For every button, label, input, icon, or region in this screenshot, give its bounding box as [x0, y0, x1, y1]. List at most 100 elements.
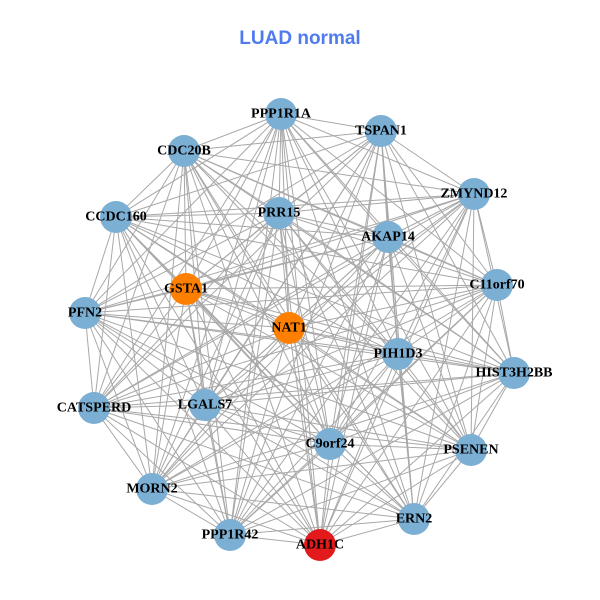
node-NAT1[interactable]: NAT1 — [271, 312, 307, 344]
edge-CCDC160-C11orf70 — [115, 216, 498, 286]
node-PPP1R1A[interactable]: PPP1R1A — [251, 98, 312, 130]
node-MORN2[interactable]: MORN2 — [126, 473, 178, 505]
edge-CDC20B-PFN2 — [84, 150, 185, 314]
node-label: PPP1R42 — [202, 528, 259, 543]
edge-PRR15-MORN2 — [151, 212, 280, 490]
node-label: CCDC160 — [85, 210, 146, 225]
node-PSENEN[interactable]: PSENEN — [443, 434, 499, 466]
node-circle — [372, 221, 404, 253]
edge-AKAP14-PFN2 — [84, 236, 389, 314]
node-TSPAN1[interactable]: TSPAN1 — [355, 115, 407, 147]
edge-C11orf70-GSTA1 — [185, 284, 498, 290]
edge-PRR15-AKAP14 — [278, 212, 389, 238]
edge-C11orf70-ERN2 — [413, 284, 498, 520]
edge-C11orf70-NAT1 — [288, 284, 498, 329]
edge-PRR15-CATSPERD — [93, 212, 280, 409]
edge-PSENEN-ADH1C — [319, 449, 472, 546]
node-label: GSTA1 — [164, 282, 208, 297]
node-circle — [304, 529, 336, 561]
node-label: ZMYND12 — [441, 187, 508, 202]
edge-PRR15-NAT1 — [278, 212, 290, 329]
node-label: ADH1C — [296, 538, 344, 553]
edge-TSPAN1-ADH1C — [319, 130, 382, 546]
node-circle — [365, 115, 397, 147]
edge-PFN2-PSENEN — [84, 312, 472, 451]
edge-TSPAN1-NAT1 — [288, 130, 382, 329]
edge-ZMYND12-PRR15 — [278, 193, 475, 214]
edge-AKAP14-C9orf24 — [329, 236, 389, 445]
edge-AKAP14-ADH1C — [319, 236, 389, 546]
edge-PIH1D3-CATSPERD — [93, 353, 399, 409]
node-C9orf24[interactable]: C9orf24 — [306, 428, 355, 460]
edge-PFN2-C9orf24 — [84, 312, 331, 445]
edge-PRR15-GSTA1 — [185, 212, 280, 290]
edge-C11orf70-LGALS7 — [204, 284, 498, 406]
edge-PRR15-PIH1D3 — [278, 212, 399, 355]
node-circle — [168, 135, 200, 167]
edge-TSPAN1-PSENEN — [380, 130, 472, 451]
edge-NAT1-CATSPERD — [93, 327, 290, 409]
edges-layer — [84, 113, 515, 546]
edge-PIH1D3-HIST3H2BB — [397, 353, 515, 374]
edge-LGALS7-C9orf24 — [204, 404, 331, 445]
node-circle — [69, 297, 101, 329]
edge-PPP1R1A-CATSPERD — [93, 113, 282, 409]
edge-CCDC160-LGALS7 — [115, 216, 206, 406]
edge-PFN2-PPP1R42 — [84, 312, 231, 536]
edge-GSTA1-PSENEN — [185, 288, 472, 451]
node-circle — [458, 178, 490, 210]
node-label: PIH1D3 — [374, 347, 423, 362]
edge-PIH1D3-C9orf24 — [329, 353, 399, 445]
node-PIH1D3[interactable]: PIH1D3 — [374, 338, 423, 370]
edge-HIST3H2BB-CATSPERD — [93, 372, 515, 409]
node-ERN2[interactable]: ERN2 — [396, 503, 433, 535]
node-C11orf70[interactable]: C11orf70 — [469, 269, 525, 301]
edge-CDC20B-PPP1R42 — [183, 150, 231, 536]
node-circle — [455, 434, 487, 466]
node-circle — [100, 201, 132, 233]
node-CATSPERD[interactable]: CATSPERD — [57, 392, 131, 424]
edge-NAT1-ERN2 — [288, 327, 415, 520]
node-circle — [189, 389, 221, 421]
edge-GSTA1-PFN2 — [84, 288, 187, 314]
edge-PIH1D3-ERN2 — [397, 353, 415, 520]
edge-PPP1R1A-TSPAN1 — [280, 113, 382, 132]
node-CCDC160[interactable]: CCDC160 — [85, 201, 147, 233]
node-label: PRR15 — [258, 206, 301, 221]
node-label: PSENEN — [443, 443, 498, 458]
node-PFN2[interactable]: PFN2 — [68, 297, 102, 329]
edge-CATSPERD-MORN2 — [93, 407, 153, 490]
node-AKAP14[interactable]: AKAP14 — [361, 221, 415, 253]
node-LGALS7[interactable]: LGALS7 — [178, 389, 232, 421]
node-PPP1R42[interactable]: PPP1R42 — [202, 519, 259, 551]
node-GSTA1[interactable]: GSTA1 — [164, 273, 208, 305]
edge-PSENEN-MORN2 — [151, 449, 472, 490]
node-CDC20B[interactable]: CDC20B — [157, 135, 211, 167]
node-ZMYND12[interactable]: ZMYND12 — [441, 178, 508, 210]
edge-CCDC160-MORN2 — [115, 216, 153, 490]
edge-PPP1R1A-MORN2 — [151, 113, 282, 490]
edge-PIH1D3-ADH1C — [319, 353, 399, 546]
edge-HIST3H2BB-LGALS7 — [204, 372, 515, 406]
node-HIST3H2BB[interactable]: HIST3H2BB — [475, 357, 553, 389]
edge-CDC20B-MORN2 — [151, 150, 185, 490]
edge-ZMYND12-LGALS7 — [204, 193, 475, 406]
edge-C9orf24-PSENEN — [329, 443, 472, 451]
edge-PFN2-ERN2 — [84, 312, 415, 520]
node-ADH1C[interactable]: ADH1C — [296, 529, 344, 561]
edge-LGALS7-MORN2 — [151, 404, 206, 490]
edge-C11orf70-PIH1D3 — [397, 284, 498, 355]
edge-HIST3H2BB-C9orf24 — [329, 372, 515, 445]
edge-CCDC160-ADH1C — [115, 216, 321, 546]
edge-CDC20B-C11orf70 — [183, 150, 498, 286]
node-PRR15[interactable]: PRR15 — [258, 197, 301, 229]
edge-TSPAN1-C11orf70 — [380, 130, 498, 286]
node-circle — [498, 357, 530, 389]
edge-AKAP14-CATSPERD — [93, 236, 389, 409]
edge-C9orf24-MORN2 — [151, 443, 331, 490]
edge-CDC20B-GSTA1 — [183, 150, 187, 290]
edge-ERN2-ADH1C — [319, 518, 415, 546]
edge-CCDC160-PFN2 — [84, 216, 117, 314]
edge-ZMYND12-CCDC160 — [115, 193, 475, 218]
edge-NAT1-PPP1R42 — [229, 327, 290, 536]
